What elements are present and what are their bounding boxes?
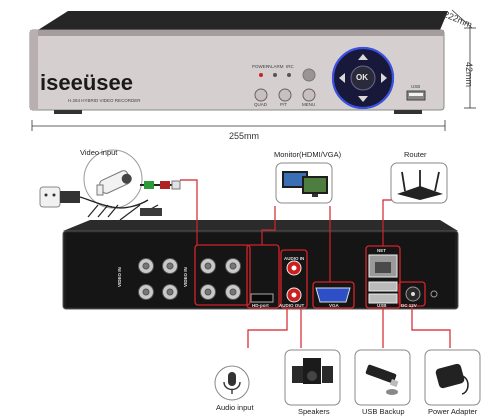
net-label: NET — [377, 248, 386, 253]
hd-highlight — [246, 244, 280, 309]
nav-left-icon — [339, 73, 345, 83]
usb-backup-label: USB Backup — [362, 407, 405, 416]
speakers-label: Speakers — [298, 407, 330, 416]
usb-drive-icon — [365, 364, 399, 395]
alarm-indicator-label: ALARM — [268, 64, 284, 69]
brand-logo: iseeüsee — [40, 70, 133, 95]
camera-icon — [96, 170, 132, 196]
router-label: Router — [404, 150, 427, 159]
power-adapter-icon — [435, 363, 469, 395]
monitor-label: Monitor(HDMI/VGA) — [274, 150, 342, 159]
depth-dimension-line — [451, 9, 473, 29]
pt-button-label: P/T — [280, 102, 288, 107]
power-led — [259, 73, 263, 77]
video-cable-line — [180, 179, 198, 245]
usb-port-1 — [368, 281, 398, 292]
menu-button-label: MENU — [302, 102, 316, 107]
vga-label: VGA — [329, 303, 339, 308]
microphone-icon — [223, 372, 241, 394]
width-dimension-label: 255mm — [229, 131, 260, 141]
alarm-led — [273, 73, 277, 77]
chassis-top — [38, 11, 448, 30]
router-cable-line — [382, 199, 392, 246]
front-face-top-edge — [30, 30, 444, 36]
audio-out-label: AUDIO OUT — [279, 303, 305, 308]
audio-highlight — [280, 249, 308, 309]
camera-power-adapter-icon — [60, 191, 80, 203]
vga-highlight — [312, 281, 355, 309]
camera-cable-icon — [79, 196, 149, 209]
usb-port-2 — [368, 293, 398, 304]
hd-port-label: HD-port — [252, 303, 269, 308]
video-highlight — [194, 244, 251, 306]
model-text: H.264 HYBRID VIDEO RECORDER — [68, 98, 141, 103]
video-in-label-2: VIDEO IN — [183, 267, 188, 287]
nav-right-icon — [381, 73, 387, 83]
power-cable-line — [411, 306, 451, 348]
power-indicator-label: POWER — [252, 64, 270, 69]
video-in-label-1: VIDEO IN — [117, 267, 122, 287]
pt-button — [278, 88, 292, 102]
power-adapter-label: Power Adapter — [428, 407, 478, 416]
ok-label: OK — [356, 73, 368, 82]
camera-cable-connector — [140, 208, 162, 216]
video-input-label: Video input — [80, 148, 118, 157]
dc-label: DC 12V — [401, 303, 417, 308]
audio-in-label: AUDIO IN — [284, 256, 305, 261]
audio-in-cable-line — [247, 308, 288, 348]
speakers-icon — [292, 358, 333, 384]
height-dimension-label: 42mm — [464, 62, 474, 88]
ir-receiver — [302, 68, 316, 82]
front-usb-label: USB — [411, 84, 421, 89]
menu-button — [302, 88, 316, 102]
audio-input-label: Audio input — [216, 403, 254, 412]
rear-top — [63, 220, 458, 231]
hdmi-port — [250, 293, 274, 303]
router-icon — [397, 170, 443, 200]
quad-button-label: QUAD — [254, 102, 268, 107]
usb-label: USB — [377, 303, 387, 308]
irc-indicator-label: IRC — [286, 64, 294, 69]
nav-up-icon — [358, 54, 368, 60]
monitor-icon — [282, 171, 328, 197]
quad-button — [254, 88, 268, 102]
ground-screw — [430, 290, 438, 298]
bnc-ports — [138, 258, 241, 300]
hdmi-cable-line — [261, 206, 276, 245]
nav-down-icon — [358, 96, 368, 102]
irc-led — [287, 73, 291, 77]
vga-port — [315, 287, 351, 303]
ok-button — [350, 65, 376, 91]
wall-outlet-icon — [39, 186, 61, 208]
